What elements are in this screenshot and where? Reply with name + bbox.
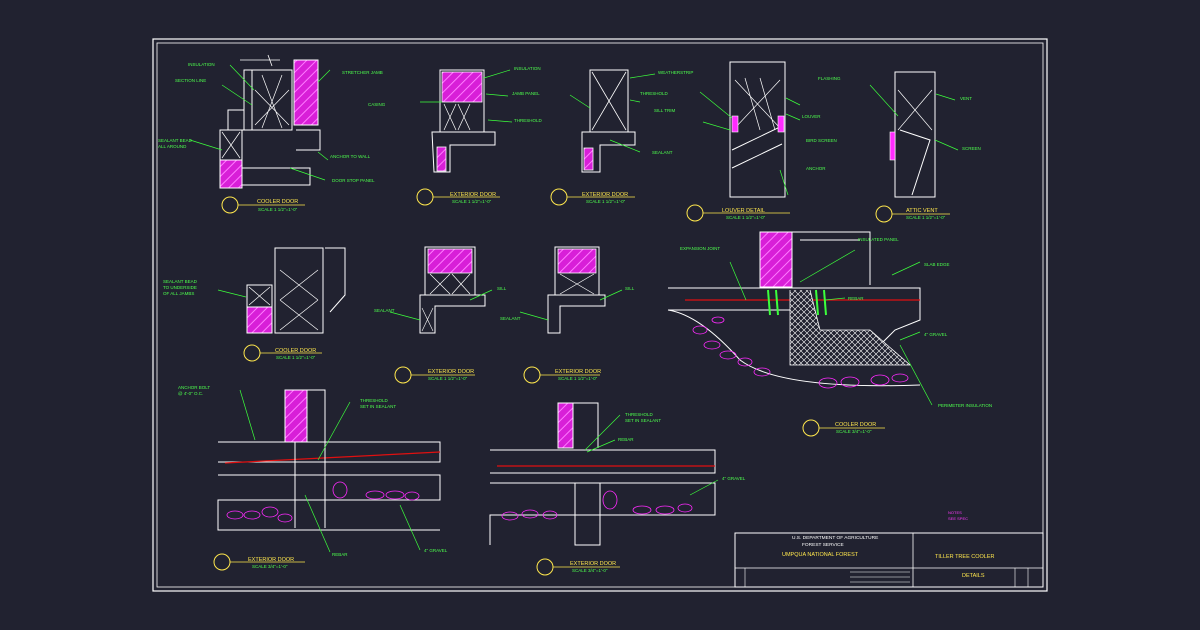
detail-title: EXTERIOR DOOR	[450, 192, 496, 198]
svg-text:SEALANT: SEALANT	[500, 316, 521, 321]
svg-text:TO UNDERSIDE: TO UNDERSIDE	[163, 285, 197, 290]
svg-text:THRESHOLD: THRESHOLD	[360, 398, 389, 403]
svg-text:BIRD SCREEN: BIRD SCREEN	[806, 138, 837, 143]
svg-text:ANCHOR BOLT: ANCHOR BOLT	[178, 385, 210, 390]
detail-title: COOLER DOOR	[275, 348, 316, 354]
svg-text:OF ALL JAMBS: OF ALL JAMBS	[163, 291, 194, 296]
svg-text:INSULATION: INSULATION	[514, 66, 541, 71]
svg-text:SEALANT BEAD: SEALANT BEAD	[158, 138, 193, 143]
title-block: U.S. DEPARTMENT OF AGRICULTURE FOREST SE…	[734, 532, 1044, 588]
svg-text:NOTES: NOTES	[948, 510, 962, 515]
sheet-title: DETAILS	[962, 573, 985, 579]
forest-name: UMPQUA NATIONAL FOREST	[782, 552, 859, 558]
svg-text:SCALE 1 1/2"=1'-0": SCALE 1 1/2"=1'-0"	[452, 199, 492, 204]
svg-text:SILL TRIM: SILL TRIM	[654, 108, 676, 113]
svg-text:SCALE 1 1/2"=1'-0": SCALE 1 1/2"=1'-0"	[276, 355, 316, 360]
svg-text:THRESHOLD: THRESHOLD	[514, 118, 543, 123]
svg-text:REBAR: REBAR	[848, 296, 864, 301]
svg-text:VENT: VENT	[960, 96, 972, 101]
detail-title: EXTERIOR DOOR	[555, 369, 601, 375]
svg-text:SECTION LINE: SECTION LINE	[175, 78, 206, 83]
detail-title: EXTERIOR DOOR	[570, 561, 616, 567]
service-name: FOREST SERVICE	[802, 542, 844, 548]
detail-exterior-door-2: INSULATION JAMB PANEL THRESHOLD EXTERIOR…	[416, 66, 543, 206]
detail-title: LOUVER DETAIL	[722, 208, 765, 214]
detail-title: EXTERIOR DOOR	[248, 557, 294, 563]
svg-text:SCALE 1 1/2"=1'-0": SCALE 1 1/2"=1'-0"	[428, 376, 468, 381]
svg-text:THRESHOLD: THRESHOLD	[640, 91, 669, 96]
svg-text:SCALE 3/4"=1'-0": SCALE 3/4"=1'-0"	[572, 568, 608, 573]
svg-text:ANCHOR TO WALL: ANCHOR TO WALL	[330, 154, 371, 159]
svg-text:SET IN SEALANT: SET IN SEALANT	[360, 404, 396, 409]
svg-text:SCALE 1 1/2"=1'-0": SCALE 1 1/2"=1'-0"	[726, 215, 766, 220]
detail-cooler-door-9: EXPANSION JOINT INSULATED PANEL SLAB EDG…	[667, 231, 992, 437]
detail-attic-vent: VENT SCREEN ATTIC VENT SCALE 1 1/2"=1'-0…	[869, 71, 981, 223]
detail-title: EXTERIOR DOOR	[428, 369, 474, 375]
svg-text:@ 4'-0" O.C.: @ 4'-0" O.C.	[178, 391, 203, 396]
svg-text:SCALE 3/4"=1'-0": SCALE 3/4"=1'-0"	[252, 564, 288, 569]
svg-text:SEE SPEC: SEE SPEC	[948, 516, 968, 521]
svg-text:SCALE 1 1/2"=1'-0": SCALE 1 1/2"=1'-0"	[906, 215, 946, 220]
svg-text:REBAR: REBAR	[332, 552, 348, 557]
svg-text:SEALANT: SEALANT	[652, 150, 673, 155]
svg-text:ANCHOR: ANCHOR	[806, 166, 826, 171]
svg-text:EXPANSION JOINT: EXPANSION JOINT	[680, 246, 720, 251]
detail-title: EXTERIOR DOOR	[582, 192, 628, 198]
detail-title: ATTIC VENT	[906, 208, 938, 214]
svg-text:SILL: SILL	[497, 286, 507, 291]
svg-text:DOOR STOP PANEL: DOOR STOP PANEL	[332, 178, 375, 183]
svg-text:STRETCHER JAMB: STRETCHER JAMB	[342, 70, 383, 75]
svg-text:JAMB PANEL: JAMB PANEL	[512, 91, 540, 96]
svg-text:REBAR: REBAR	[618, 437, 634, 442]
detail-exterior-door-11: THRESHOLD SET IN SEALANT REBAR 4" GRAVEL…	[489, 402, 746, 576]
svg-text:SEALANT BEAD: SEALANT BEAD	[163, 279, 198, 284]
detail-cooler-door-6: SEALANT BEAD TO UNDERSIDE OF ALL JAMBS C…	[163, 247, 346, 362]
svg-text:SCALE 1 1/2"=1'-0": SCALE 1 1/2"=1'-0"	[586, 199, 626, 204]
svg-text:SEALANT: SEALANT	[374, 308, 395, 313]
svg-text:INSULATED PANEL: INSULATED PANEL	[858, 237, 899, 242]
svg-text:CASING: CASING	[368, 102, 386, 107]
svg-text:LOUVER: LOUVER	[802, 114, 821, 119]
svg-text:ALL AROUND: ALL AROUND	[158, 144, 187, 149]
detail-title: COOLER DOOR	[835, 422, 876, 428]
detail-exterior-door-10: ANCHOR BOLT @ 4'-0" O.C. THRESHOLD SET I…	[178, 385, 448, 571]
svg-text:SET IN SEALANT: SET IN SEALANT	[625, 418, 661, 423]
svg-text:SCREEN: SCREEN	[962, 146, 981, 151]
project-name: TILLER TREE COOLER	[935, 554, 995, 560]
svg-text:THRESHOLD: THRESHOLD	[625, 412, 654, 417]
svg-text:PERIMETER INSULATION: PERIMETER INSULATION	[938, 403, 992, 408]
svg-text:SCALE 1 1/2"=1'-0": SCALE 1 1/2"=1'-0"	[258, 207, 298, 212]
svg-text:SLAB EDGE: SLAB EDGE	[924, 262, 950, 267]
svg-text:SILL: SILL	[625, 286, 635, 291]
detail-exterior-door-8: SEALANT SILL EXTERIOR DOOR SCALE 1 1/2"=…	[500, 246, 635, 384]
outer-border	[152, 38, 1048, 592]
detail-louver: FLASHING LOUVER BIRD SCREEN ANCHOR LOUVE…	[686, 61, 841, 222]
agency-name: U.S. DEPARTMENT OF AGRICULTURE	[792, 535, 878, 541]
svg-text:4" GRAVEL: 4" GRAVEL	[722, 476, 746, 481]
svg-text:SCALE 3/4"=1'-0": SCALE 3/4"=1'-0"	[836, 429, 872, 434]
svg-text:FLASHING: FLASHING	[818, 76, 841, 81]
svg-text:WEATHERSTRIP: WEATHERSTRIP	[658, 70, 693, 75]
detail-exterior-door-7: SEALANT SILL EXTERIOR DOOR SCALE 1 1/2"=…	[374, 246, 507, 384]
detail-title: COOLER DOOR	[257, 199, 298, 205]
svg-text:4" GRAVEL: 4" GRAVEL	[924, 332, 948, 337]
detail-cooler-door-1: INSULATION SECTION LINE SEALANT BEAD ALL…	[158, 54, 386, 214]
detail-exterior-door-3: WEATHERSTRIP THRESHOLD SILL TRIM SEALANT…	[550, 69, 693, 206]
svg-text:SCALE 1 1/2"=1'-0": SCALE 1 1/2"=1'-0"	[558, 376, 598, 381]
svg-text:INSULATION: INSULATION	[188, 62, 215, 67]
svg-text:4" GRAVEL: 4" GRAVEL	[424, 548, 448, 553]
inner-border	[156, 42, 1044, 588]
